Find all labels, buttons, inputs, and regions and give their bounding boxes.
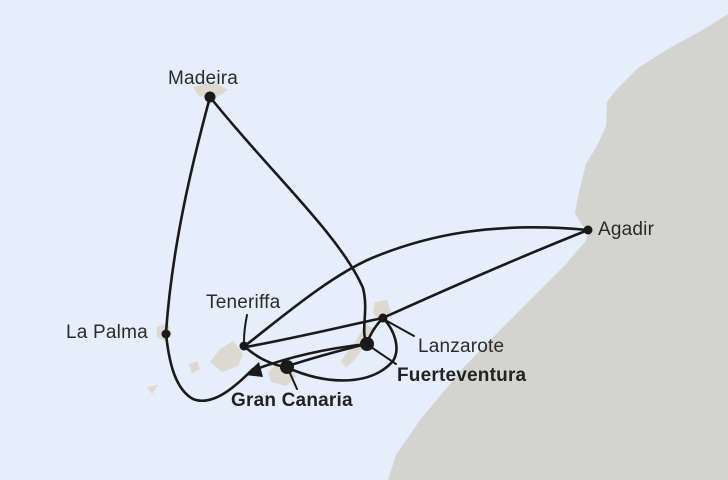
leader-gran-canaria bbox=[288, 370, 298, 390]
port-dot-teneriffa bbox=[239, 341, 249, 351]
route-lanzarote-teneriffa bbox=[244, 316, 385, 349]
port-dot-fuerteventura bbox=[360, 337, 374, 351]
direction-arrow-icon bbox=[245, 362, 263, 377]
route-madeira-fuerteventura bbox=[208, 95, 369, 345]
leader-fuerteventura bbox=[370, 346, 397, 365]
leader-lanzarote bbox=[386, 320, 415, 337]
dot-layer bbox=[161, 91, 593, 374]
route-agadir-lanzarote bbox=[383, 228, 590, 319]
landmass-layer bbox=[147, 14, 728, 480]
la-gomera-island bbox=[189, 361, 200, 373]
port-dot-madeira bbox=[204, 91, 216, 103]
route-agadir-teneriffa bbox=[244, 226, 590, 347]
leader-layer bbox=[243, 314, 415, 390]
port-dot-lanzarote bbox=[378, 313, 388, 323]
tenerife-island bbox=[210, 341, 243, 372]
port-dot-gran-canaria bbox=[280, 360, 294, 374]
arrow-layer bbox=[245, 362, 263, 377]
route-madeira-la-palma bbox=[164, 95, 212, 335]
africa-landmass bbox=[388, 14, 728, 480]
el-hierro-island bbox=[147, 385, 158, 394]
port-dot-agadir bbox=[583, 225, 593, 235]
leader-teneriffa bbox=[243, 314, 248, 342]
route-gran-canaria-fuerteventura bbox=[286, 342, 368, 368]
port-dot-la-palma bbox=[161, 329, 171, 339]
route-layer bbox=[164, 95, 590, 402]
madeira-island bbox=[193, 82, 228, 99]
route-la-palma-loop bbox=[164, 332, 255, 402]
route-gran-canaria-lanzarote bbox=[286, 317, 398, 382]
